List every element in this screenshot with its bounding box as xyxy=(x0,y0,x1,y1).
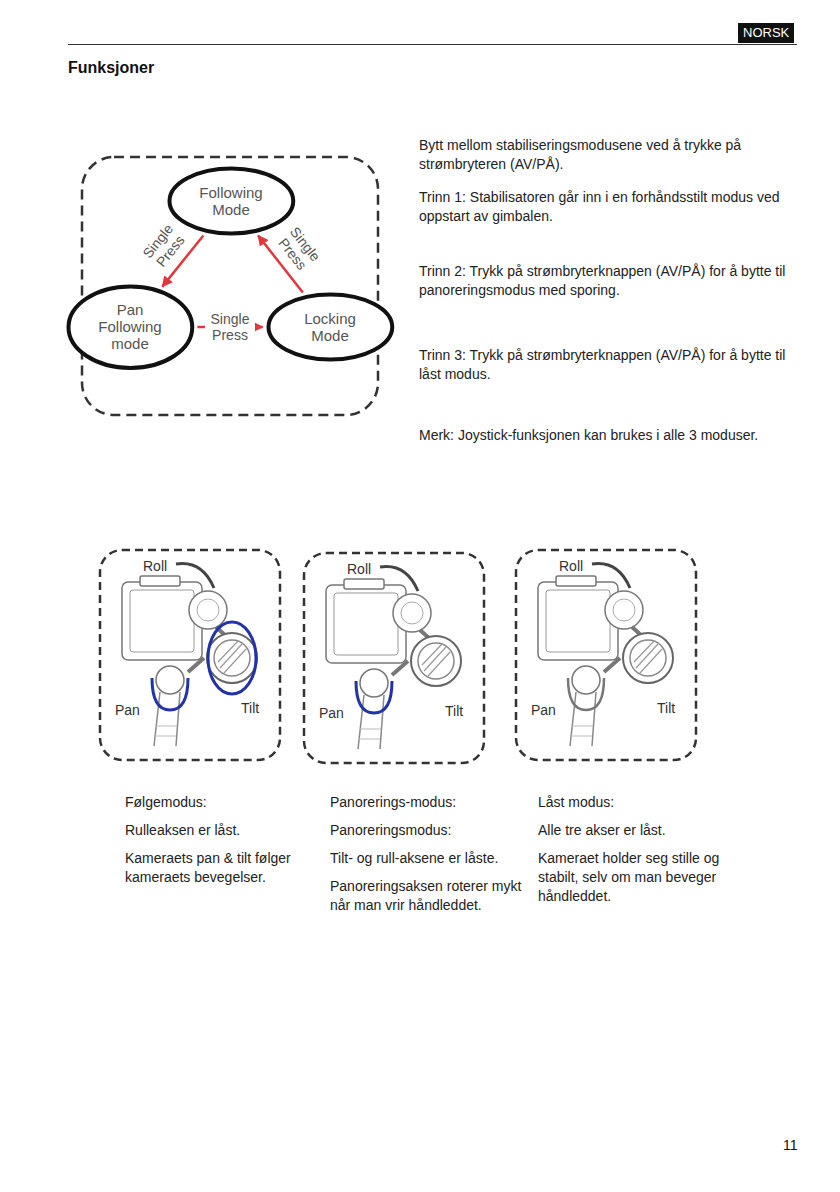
mode-ellipse: Locking Mode xyxy=(266,292,395,362)
header-rule xyxy=(68,44,797,45)
section-title: Funksjoner xyxy=(68,58,154,77)
locking-mode-illustration xyxy=(516,550,696,760)
mode-ellipse: Pan Following mode xyxy=(66,284,195,370)
body-text: Trinn 1: Stabilisatoren går inn i en for… xyxy=(419,188,791,226)
pan-highlight xyxy=(356,681,392,713)
pan-mode-illustration xyxy=(304,553,484,763)
tilt-highlight xyxy=(208,622,256,694)
pan-highlight xyxy=(152,678,188,710)
axis-label: Roll xyxy=(142,558,168,575)
note-text: Merk: Joystick-funksjonen kan brukes i a… xyxy=(419,426,791,445)
axis-label: Tilt xyxy=(240,700,260,717)
language-tag: NORSK xyxy=(738,23,794,43)
caption-text: Tilt- og rull-aksene er låste. xyxy=(330,849,530,868)
body-text: Trinn 2: Trykk på strømbryterknappen (AV… xyxy=(419,262,791,300)
caption-text: Panoreringsmodus: xyxy=(330,821,530,840)
axis-label: Pan xyxy=(318,705,345,722)
mode-name: Following Mode xyxy=(192,184,270,218)
caption-text: Kameraet holder seg stille og stabilt, s… xyxy=(538,849,738,906)
body-text: Bytt mellom stabiliseringsmodusene ved å… xyxy=(419,136,791,174)
body-text: Trinn 3: Trykk på strømbryterknappen (AV… xyxy=(419,346,791,384)
axis-label: Pan xyxy=(530,702,557,719)
edge-label: Single Press xyxy=(205,311,255,343)
axis-label: Tilt xyxy=(444,703,464,720)
caption-text: Panoreringsaksen roterer mykt når man vr… xyxy=(330,877,530,915)
axis-label: Roll xyxy=(558,558,584,575)
caption-text: Kameraets pan & tilt følger kameraets be… xyxy=(125,849,320,887)
axis-label: Tilt xyxy=(656,700,676,717)
pan-outline xyxy=(568,678,604,710)
page-number: 11 xyxy=(783,1136,798,1155)
axis-label: Pan xyxy=(114,702,141,719)
caption-text: Rulleaksen er låst. xyxy=(125,821,320,840)
edge-label: Single Press xyxy=(136,216,192,275)
mode-name: Pan Following mode xyxy=(91,301,169,352)
caption-heading: Låst modus: xyxy=(538,793,738,812)
caption-text: Alle tre akser er låst. xyxy=(538,821,738,840)
mode-ellipse: Following Mode xyxy=(167,166,296,236)
axis-label: Roll xyxy=(346,561,372,578)
following-mode-illustration xyxy=(100,550,280,760)
caption-heading: Panorerings-modus: xyxy=(330,793,530,812)
mode-name: Locking Mode xyxy=(291,310,369,344)
edge-label: Single Press xyxy=(271,220,327,279)
caption-heading: Følgemodus: xyxy=(125,793,320,812)
